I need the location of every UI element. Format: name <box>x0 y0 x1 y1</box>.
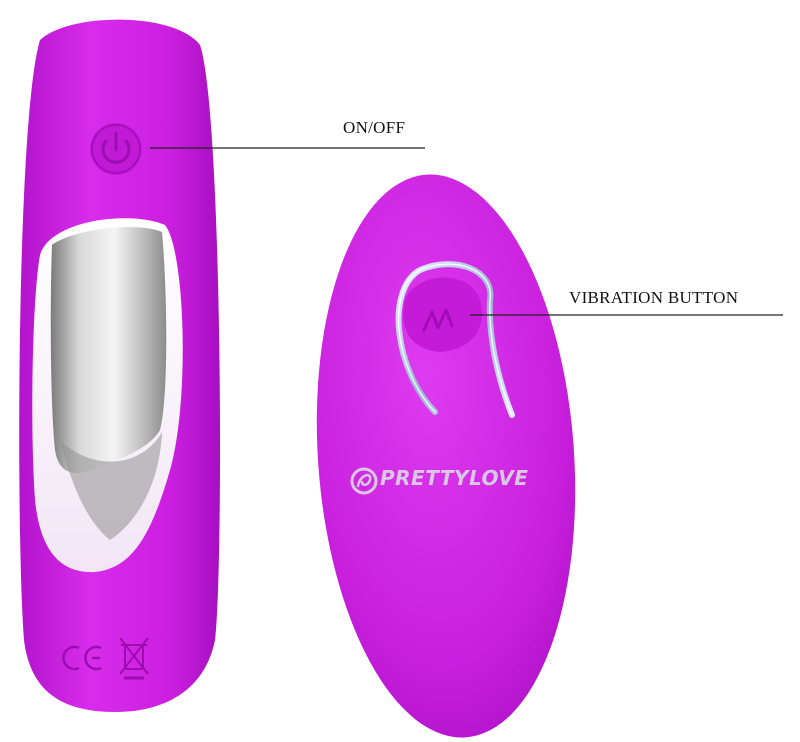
vibration-button[interactable] <box>395 261 515 418</box>
ce-mark-icon <box>62 645 102 671</box>
vibration-wave-icon <box>422 308 454 332</box>
metal-insert-shadow <box>60 432 162 540</box>
brand-name: PRETTYLOVE <box>380 466 529 490</box>
left-device <box>19 19 221 712</box>
remote-device <box>316 174 576 738</box>
brand-logo-icon <box>350 467 378 495</box>
metal-insert <box>50 227 167 474</box>
vibration-button-label: VIBRATION BUTTON <box>569 288 739 307</box>
remote-body <box>316 174 576 738</box>
weee-bin-icon <box>119 637 149 680</box>
power-button[interactable] <box>90 123 142 175</box>
on-off-label: ON/OFF <box>343 118 406 137</box>
power-icon <box>101 131 131 164</box>
